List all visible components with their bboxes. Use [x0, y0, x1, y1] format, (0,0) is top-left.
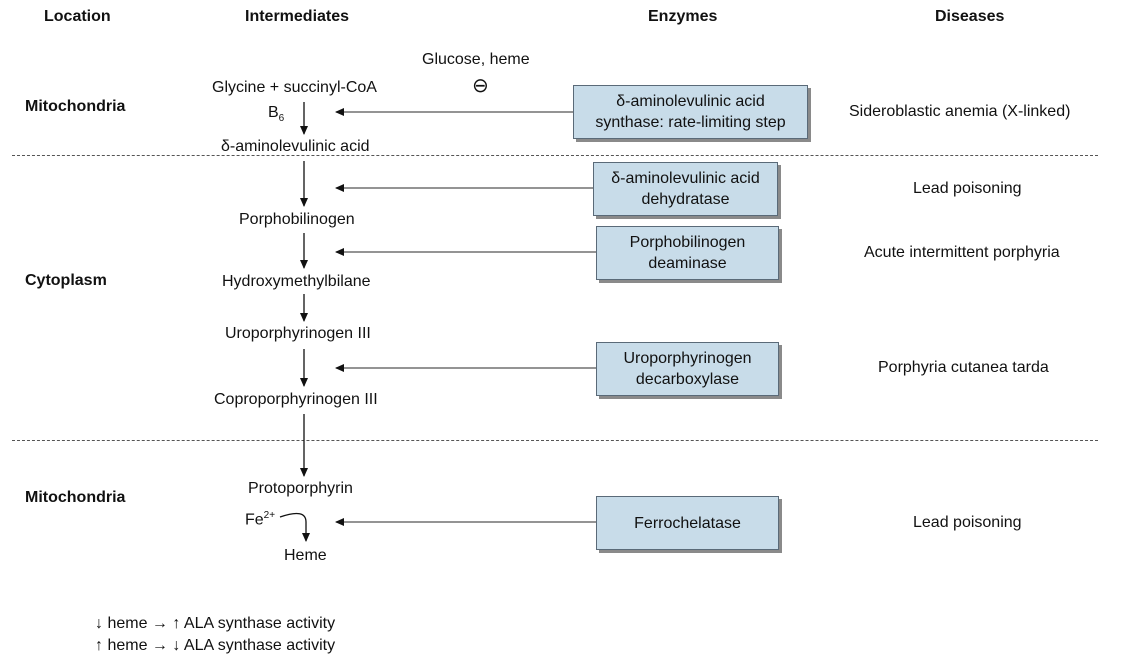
header-location: Location: [44, 8, 111, 25]
separator-mito-cyto: [12, 155, 1098, 156]
intermediate-heme: Heme: [284, 547, 327, 564]
header-intermediates: Intermediates: [245, 8, 350, 25]
disease-lead-poisoning-fech: Lead poisoning: [913, 514, 1022, 531]
inhibitor-label: Glucose, heme: [422, 51, 530, 68]
cofactor-b6: B6: [268, 104, 285, 125]
enzyme-ferrochelatase: Ferrochelatase: [596, 496, 779, 550]
location-mitochondria-bottom: Mitochondria: [25, 489, 126, 506]
intermediate-uroporphyrinogen-iii: Uroporphyrinogen III: [225, 325, 371, 342]
intermediate-porphobilinogen: Porphobilinogen: [239, 211, 355, 228]
inhibition-symbol: ⊖: [472, 75, 489, 97]
intermediate-ala: δ-aminolevulinic acid: [221, 138, 370, 155]
disease-sideroblastic-anemia: Sideroblastic anemia (X-linked): [849, 103, 1071, 120]
disease-acute-intermittent-porphyria: Acute intermittent porphyria: [864, 244, 1060, 261]
note-high-heme: ↑ heme → ↓ ALA synthase activity: [95, 637, 336, 654]
intermediate-protoporphyrin: Protoporphyrin: [248, 480, 353, 497]
header-diseases: Diseases: [935, 8, 1005, 25]
note-low-heme: ↓ heme → ↑ ALA synthase activity: [95, 615, 336, 632]
location-cytoplasm: Cytoplasm: [25, 272, 107, 289]
intermediate-coproporphyrinogen-iii: Coproporphyrinogen III: [214, 391, 378, 408]
separator-cyto-mito: [12, 440, 1098, 441]
intermediate-glycine-succinyl-coa: Glycine + succinyl-CoA: [212, 79, 377, 96]
cofactor-fe2plus: Fe2+: [245, 510, 276, 529]
arrow-proto-to-heme: [279, 512, 310, 542]
header-enzymes: Enzymes: [648, 8, 718, 25]
disease-lead-poisoning-alad: Lead poisoning: [913, 180, 1022, 197]
location-mitochondria-top: Mitochondria: [25, 98, 126, 115]
disease-porphyria-cutanea-tarda: Porphyria cutanea tarda: [878, 359, 1049, 376]
intermediate-hydroxymethylbilane: Hydroxymethylbilane: [222, 273, 371, 290]
